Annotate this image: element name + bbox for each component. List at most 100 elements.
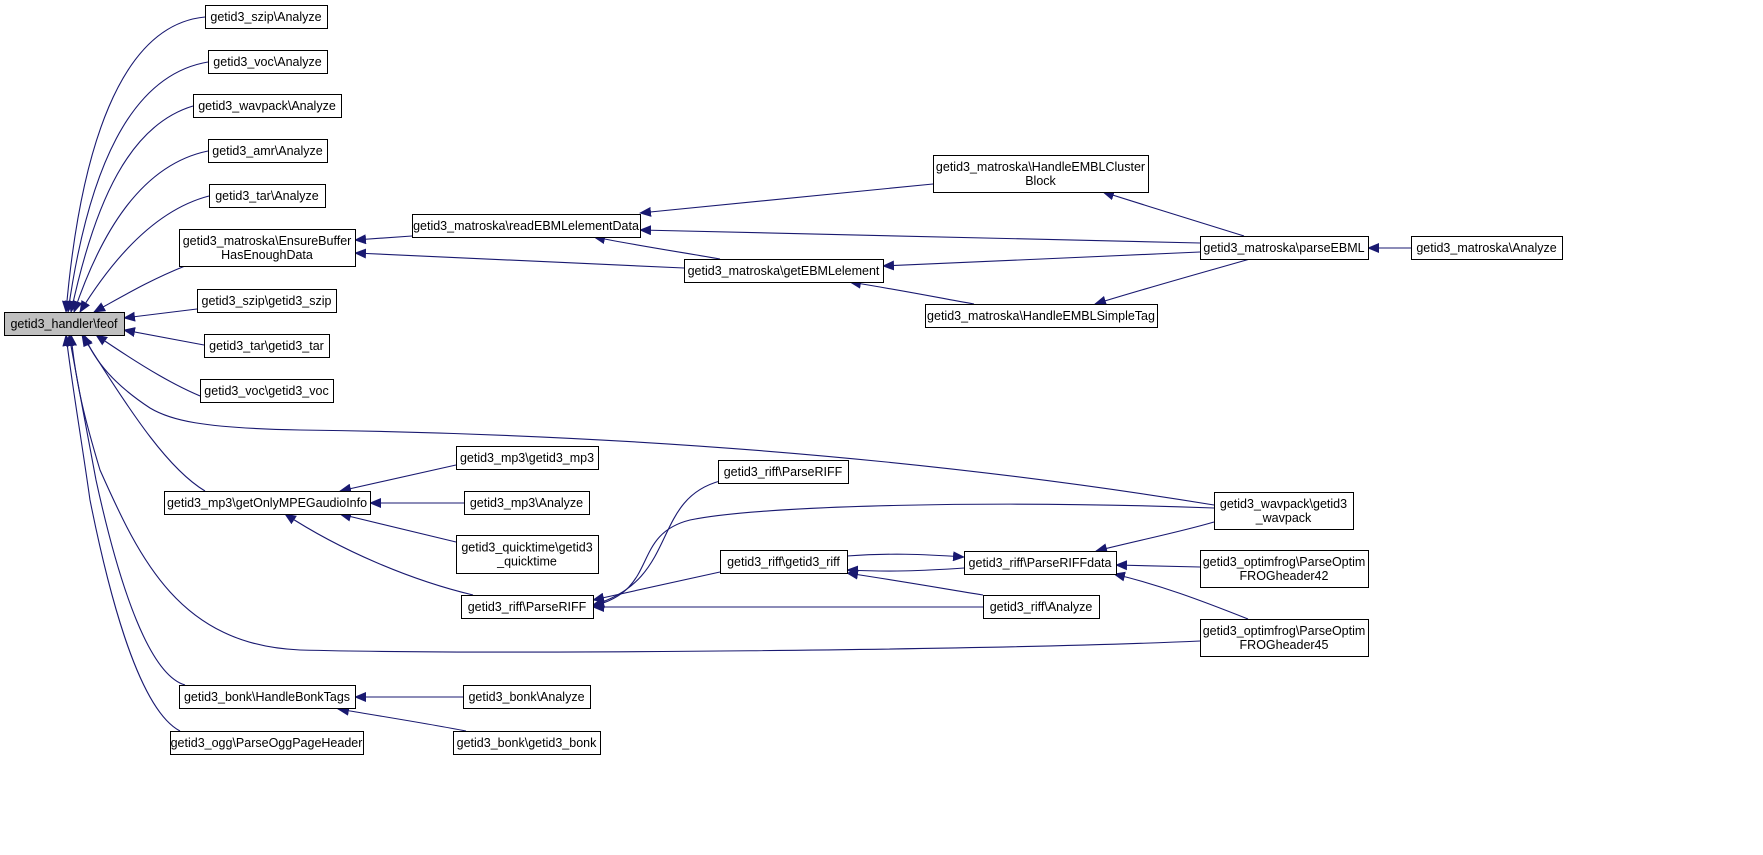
node-mk_analyze[interactable]: getid3_matroska\Analyze — [1411, 236, 1563, 260]
node-mk_ensure[interactable]: getid3_matroska\EnsureBufferHasEnoughDat… — [179, 229, 356, 267]
node-box[interactable] — [456, 446, 599, 470]
node-label: getid3_optimfrog\ParseOptim — [1203, 624, 1366, 638]
node-root[interactable]: getid3_handler\feof — [4, 312, 125, 336]
node-box[interactable] — [718, 460, 849, 484]
node-box[interactable] — [208, 50, 328, 74]
node-riff_data[interactable]: getid3_riff\ParseRIFFdata — [964, 551, 1117, 575]
node-box[interactable] — [164, 491, 371, 515]
edge-line — [67, 334, 1201, 653]
node-bonk_ctor[interactable]: getid3_bonk\getid3_bonk — [453, 731, 601, 755]
node-box[interactable] — [1200, 619, 1369, 657]
edge-line — [72, 150, 209, 313]
edge-line — [846, 565, 965, 576]
edge-line — [339, 511, 457, 543]
node-box[interactable] — [1200, 550, 1369, 588]
node-riff_parse_a[interactable]: getid3_riff\ParseRIFF — [718, 460, 849, 484]
edge-line — [354, 234, 413, 245]
node-riff_ctor[interactable]: getid3_riff\getid3_riff — [720, 550, 848, 574]
node-mk_readdata[interactable]: getid3_matroska\readEBMLelementData — [412, 214, 641, 238]
node-box[interactable] — [1214, 492, 1354, 530]
edge-line — [337, 705, 467, 732]
node-box[interactable] — [461, 595, 594, 619]
node-box[interactable] — [453, 731, 601, 755]
node-bonk_handle[interactable]: getid3_bonk\HandleBonkTags — [179, 685, 356, 709]
node-box[interactable] — [205, 5, 328, 29]
node-box[interactable] — [464, 491, 590, 515]
node-szip_an[interactable]: getid3_szip\Analyze — [205, 5, 328, 29]
node-label: getid3_riff\getid3_riff — [727, 555, 840, 569]
node-box[interactable] — [720, 550, 848, 574]
node-riff_an[interactable]: getid3_riff\Analyze — [983, 595, 1100, 619]
node-label: getid3_bonk\getid3_bonk — [457, 736, 597, 750]
node-szip_ctor[interactable]: getid3_szip\getid3_szip — [197, 289, 337, 313]
node-riff_parse_b[interactable]: getid3_riff\ParseRIFF — [461, 595, 594, 619]
node-box[interactable] — [684, 259, 884, 283]
node-voc_ctor[interactable]: getid3_voc\getid3_voc — [200, 379, 334, 403]
node-box[interactable] — [200, 379, 334, 403]
edge-mp3_getonly-to-root — [81, 334, 206, 492]
node-wavpack_ctor[interactable]: getid3_wavpack\getid3_wavpack — [1214, 492, 1354, 530]
node-tar_an[interactable]: getid3_tar\Analyze — [209, 184, 326, 208]
node-box[interactable] — [983, 595, 1100, 619]
edge-line — [592, 571, 721, 603]
edge-amr_an-to-root — [72, 150, 209, 313]
node-label: _quicktime — [496, 555, 557, 569]
node-label: getid3_szip\Analyze — [210, 10, 321, 24]
node-box[interactable] — [933, 155, 1149, 193]
node-box[interactable] — [463, 685, 591, 709]
node-box[interactable] — [925, 304, 1158, 328]
node-bonk_an[interactable]: getid3_bonk\Analyze — [463, 685, 591, 709]
edge-ofr42-to-riff_data — [1115, 560, 1201, 571]
edge-bonk_handle-to-root — [66, 334, 186, 686]
edge-line — [61, 16, 206, 313]
edge-wavpack_ctor-to-riff_parse_b — [592, 503, 1215, 609]
node-mk_simpletag[interactable]: getid3_matroska\HandleEMBLSimpleTag — [925, 304, 1158, 328]
node-box[interactable] — [179, 685, 356, 709]
node-box[interactable] — [193, 94, 342, 118]
node-mk_getebml[interactable]: getid3_matroska\getEBMLelement — [684, 259, 884, 283]
node-mp3_an[interactable]: getid3_mp3\Analyze — [464, 491, 590, 515]
edge-line — [849, 278, 975, 305]
node-box[interactable] — [204, 334, 330, 358]
node-box[interactable] — [456, 535, 599, 574]
node-mp3_ctor[interactable]: getid3_mp3\getid3_mp3 — [456, 446, 599, 470]
node-wavpack_an[interactable]: getid3_wavpack\Analyze — [193, 94, 342, 118]
node-voc_an[interactable]: getid3_voc\Analyze — [208, 50, 328, 74]
node-box[interactable] — [964, 551, 1117, 575]
edge-tar_an-to-root — [79, 195, 210, 313]
edge-line — [284, 513, 474, 596]
edge-line — [1115, 560, 1201, 571]
edge-line — [123, 308, 198, 322]
node-box[interactable] — [197, 289, 337, 313]
node-label: getid3_tar\getid3_tar — [209, 339, 324, 353]
node-box[interactable] — [1200, 236, 1369, 260]
edge-bonk_ctor-to-bonk_handle — [337, 705, 467, 732]
node-mk_parse[interactable]: getid3_matroska\parseEBML — [1200, 236, 1369, 260]
edge-riff_ctor-to-riff_data — [846, 551, 965, 562]
node-tar_ctor[interactable]: getid3_tar\getid3_tar — [204, 334, 330, 358]
node-box[interactable] — [1411, 236, 1563, 260]
edge-line — [68, 105, 194, 313]
node-box[interactable] — [170, 731, 364, 755]
node-box[interactable] — [209, 184, 326, 208]
node-ogg_parse[interactable]: getid3_ogg\ParseOggPageHeader — [170, 731, 364, 755]
node-box[interactable] — [4, 312, 125, 336]
edge-mk_ensure-to-root — [93, 265, 186, 313]
node-label: getid3_ogg\ParseOggPageHeader — [171, 736, 363, 750]
node-mp3_getonly[interactable]: getid3_mp3\getOnlyMPEGaudioInfo — [164, 491, 371, 515]
node-box[interactable] — [179, 229, 356, 267]
node-label: getid3_matroska\getEBMLelement — [688, 264, 880, 278]
edge-line — [95, 334, 217, 403]
node-label: getid3_voc\Analyze — [213, 55, 321, 69]
edge-mp3_ctor-to-mp3_getonly — [339, 464, 457, 494]
edge-wavpack_ctor-to-riff_data — [1095, 521, 1215, 554]
node-box[interactable] — [412, 214, 641, 238]
edge-line — [882, 251, 1201, 271]
node-amr_an[interactable]: getid3_amr\Analyze — [208, 139, 328, 163]
node-box[interactable] — [208, 139, 328, 163]
node-qt_ctor[interactable]: getid3_quicktime\getid3_quicktime — [456, 535, 599, 574]
